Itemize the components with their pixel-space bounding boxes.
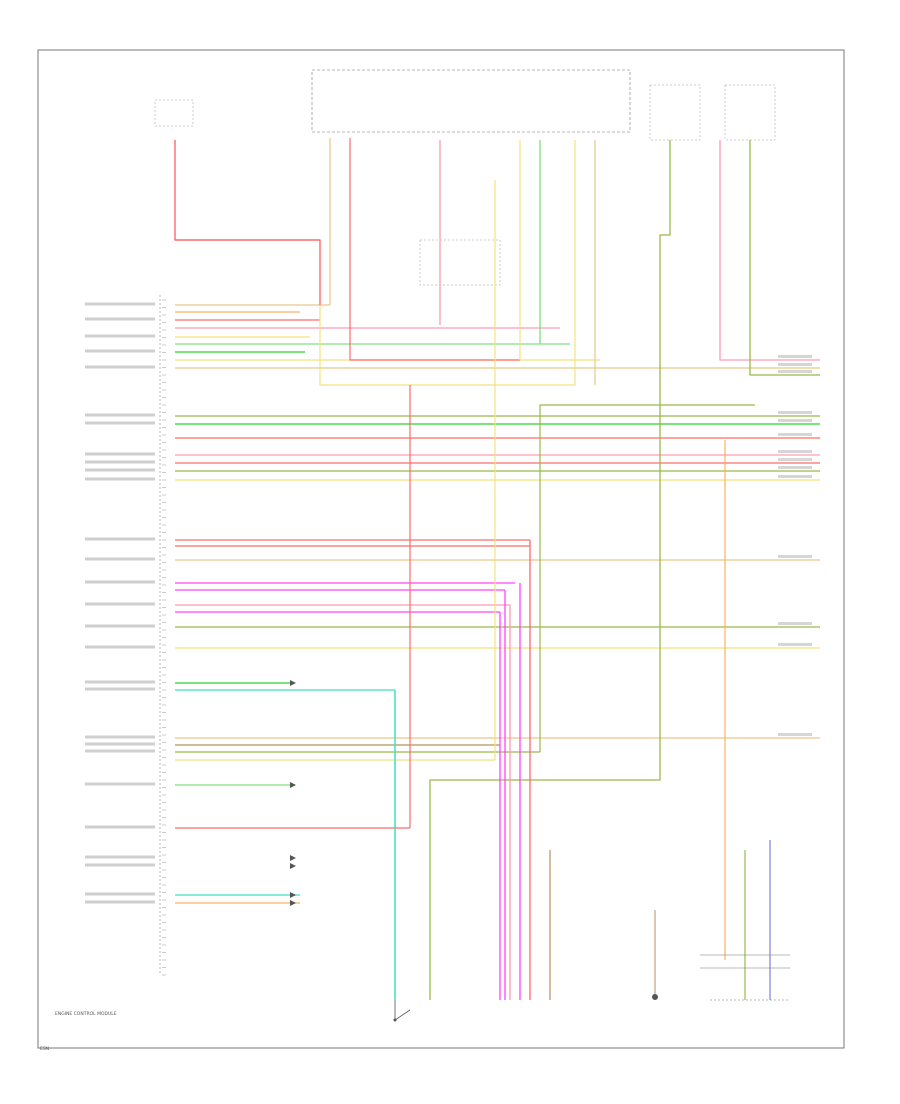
ground-icon bbox=[652, 994, 658, 1000]
connector-icon bbox=[290, 782, 296, 788]
connector-icon bbox=[290, 900, 296, 906]
label-block bbox=[778, 363, 812, 366]
label-block bbox=[85, 580, 155, 584]
label-block bbox=[85, 900, 155, 904]
wire bbox=[719, 140, 820, 361]
label-block bbox=[85, 365, 155, 369]
label-block bbox=[85, 421, 155, 425]
label-block bbox=[85, 680, 155, 684]
label-block bbox=[85, 645, 155, 649]
connector-icon bbox=[290, 680, 296, 686]
label-block bbox=[85, 349, 155, 353]
label-block bbox=[85, 477, 155, 481]
label-block bbox=[85, 749, 155, 753]
label-block bbox=[85, 557, 155, 561]
wire bbox=[539, 404, 755, 752]
wire bbox=[319, 140, 576, 386]
label-block bbox=[778, 622, 812, 625]
sensor-connector-bottom-right bbox=[700, 954, 790, 1001]
label-block bbox=[85, 302, 155, 306]
wire-group bbox=[174, 138, 820, 1000]
relay-box-right bbox=[724, 84, 776, 141]
sensor-switch-symbol bbox=[393, 1000, 411, 1022]
label-block bbox=[85, 855, 155, 859]
connector-icon bbox=[290, 855, 296, 861]
label-block bbox=[85, 334, 155, 338]
label-block bbox=[778, 643, 812, 646]
wire bbox=[429, 140, 671, 1000]
label-block bbox=[85, 782, 155, 786]
diagram-border bbox=[37, 49, 845, 1049]
label-block bbox=[85, 317, 155, 321]
footer-label: ENGINE CONTROL MODULE bbox=[55, 1011, 117, 1017]
connector-icon bbox=[290, 863, 296, 869]
label-block bbox=[85, 468, 155, 472]
wire bbox=[349, 138, 520, 361]
label-block bbox=[778, 555, 812, 558]
label-block bbox=[85, 892, 155, 896]
relay-box-left bbox=[649, 84, 701, 141]
label-block bbox=[778, 419, 812, 422]
label-block bbox=[85, 735, 155, 739]
label-block bbox=[778, 466, 812, 469]
label-block bbox=[85, 825, 155, 829]
label-block bbox=[778, 370, 812, 373]
page-code: ESN bbox=[40, 1046, 49, 1052]
wire bbox=[174, 140, 321, 305]
label-block bbox=[85, 687, 155, 691]
label-block bbox=[778, 458, 812, 461]
label-block bbox=[778, 355, 812, 358]
label-block bbox=[85, 452, 155, 456]
label-block bbox=[778, 433, 812, 436]
label-block bbox=[85, 602, 155, 606]
label-block bbox=[778, 411, 812, 414]
label-block bbox=[85, 624, 155, 628]
label-block bbox=[85, 413, 155, 417]
fuse-block-box bbox=[311, 69, 631, 133]
label-block bbox=[85, 863, 155, 867]
label-block bbox=[778, 733, 812, 736]
relay-box-center bbox=[419, 239, 501, 286]
label-block bbox=[778, 450, 812, 453]
connector-arrows bbox=[290, 680, 296, 906]
connector-icon bbox=[290, 892, 296, 898]
pin-number-column bbox=[162, 299, 166, 976]
label-block bbox=[778, 475, 812, 478]
label-block bbox=[85, 537, 155, 541]
label-block bbox=[85, 460, 155, 464]
ignition-switch-block bbox=[154, 99, 194, 127]
label-blocks bbox=[85, 302, 812, 904]
wire bbox=[749, 140, 820, 376]
label-block bbox=[85, 742, 155, 746]
